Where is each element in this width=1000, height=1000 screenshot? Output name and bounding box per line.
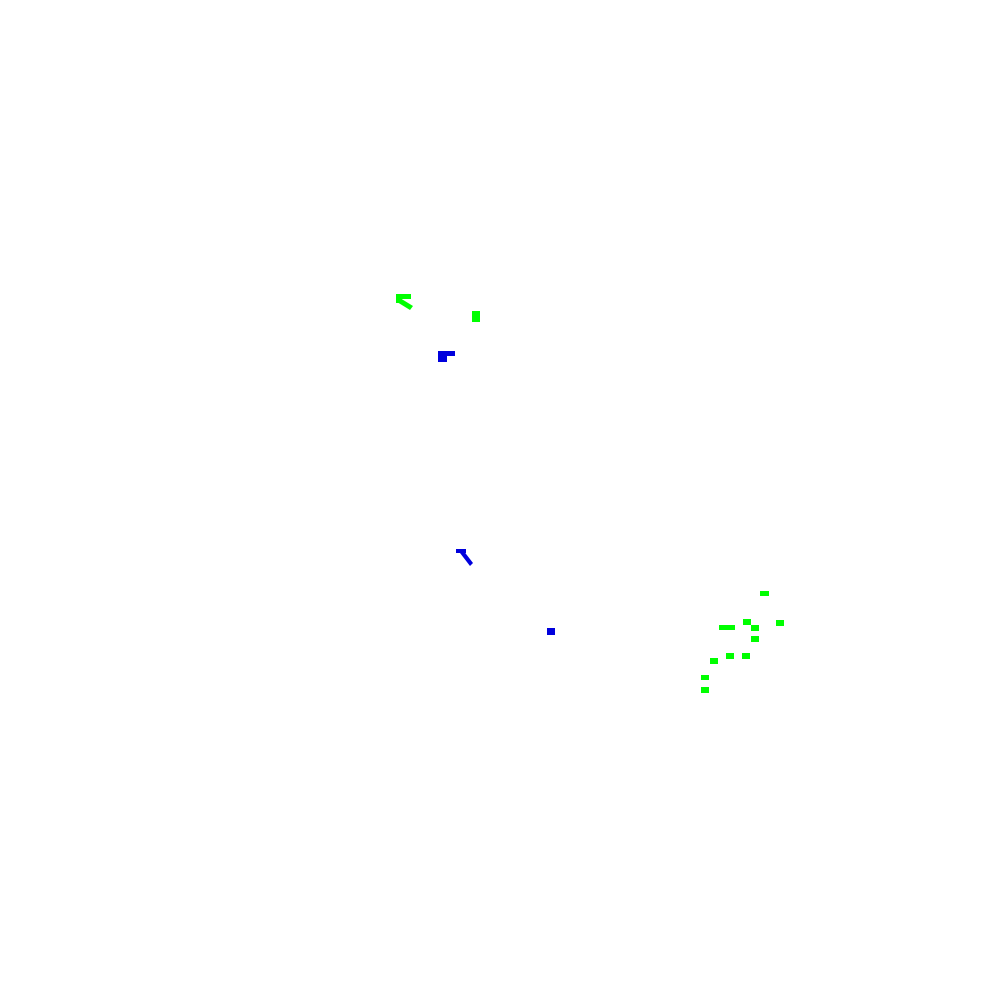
green-arrow-fragment xyxy=(396,294,413,310)
green-cluster-dot-11 xyxy=(701,687,709,693)
green-block-small xyxy=(472,311,480,322)
green-cluster-dot-8 xyxy=(742,653,750,659)
blue-l-fragment xyxy=(438,351,455,362)
green-cluster-dot-12 xyxy=(722,627,728,630)
green-cluster-dot-5 xyxy=(751,625,759,631)
green-cluster-dot-7 xyxy=(726,653,734,659)
green-cluster-dot-10 xyxy=(701,675,709,680)
green-cluster-dot-6 xyxy=(751,636,759,642)
green-cluster xyxy=(701,591,784,693)
blue-diagonal-fragment xyxy=(456,549,473,566)
green-cluster-dot-3 xyxy=(743,619,751,625)
green-cluster-dot-9 xyxy=(710,658,718,664)
blue-dot-fragment xyxy=(547,628,555,635)
green-cluster-dot-2 xyxy=(776,620,784,626)
green-cluster-dot-1 xyxy=(760,591,769,596)
